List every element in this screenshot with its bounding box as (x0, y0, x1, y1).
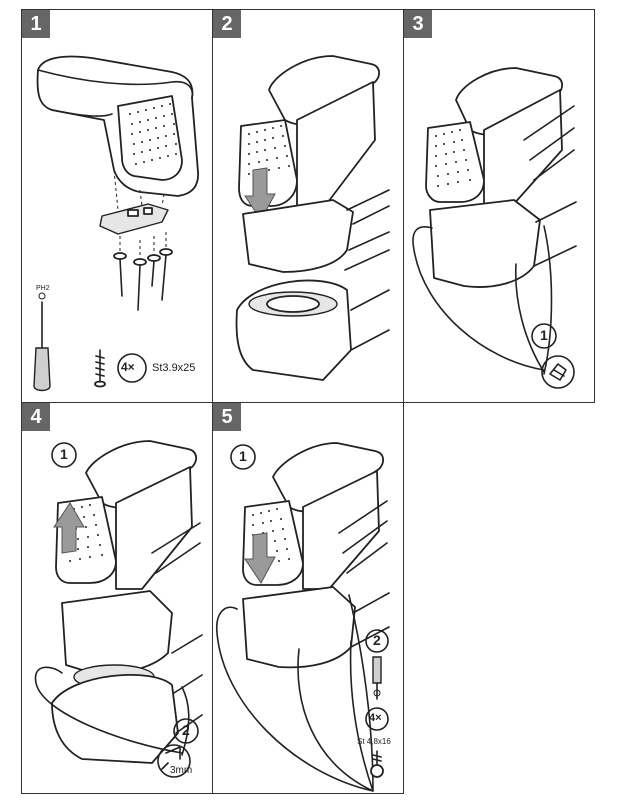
step-5-substep-1-number: 1 (239, 448, 247, 464)
step-1-screw-count: 4× (121, 360, 135, 374)
step-4-substep-2-circle (173, 718, 199, 744)
drill-icon-circle (157, 744, 191, 778)
step-5-screw-size: St 4,8x16 (357, 737, 391, 746)
step-3-badge: 3 (404, 10, 432, 38)
step-2-dot-pattern (248, 125, 290, 175)
step-3-dot-pattern (435, 129, 471, 187)
step-5-substep-2-circle (365, 629, 389, 653)
step-1-badge: 1 (22, 10, 50, 38)
step-5-screw-count: 4× (369, 712, 382, 724)
step-5-quantity-circle (365, 707, 389, 731)
step-4-substep-1-number: 1 (60, 446, 68, 462)
step-4-illustration (34, 440, 203, 778)
step-5-screwdriver-icon (372, 656, 382, 700)
step-3-leader-lines (412, 225, 553, 375)
step-1-screws (113, 232, 173, 311)
down-arrow-icon (244, 167, 276, 221)
step-4-panel: 4 1 (21, 402, 213, 794)
step-4-substep-1-circle (51, 442, 77, 468)
step-2-panel: 2 (212, 9, 404, 403)
step-1-tool-label: PH2 (36, 285, 50, 292)
step-1-illustration (33, 55, 199, 392)
screw-icon (94, 349, 106, 388)
step-5-down-arrow-icon (244, 532, 276, 584)
step-5-badge: 5 (213, 403, 241, 431)
step-5-substep-2-number: 2 (373, 632, 381, 648)
step-3-clip-icon-circle (541, 355, 575, 389)
step-5-screw-icon (370, 750, 384, 778)
clip-icon (549, 363, 567, 381)
step-3-substep-circle (531, 323, 557, 349)
step-1-panel: 1 (21, 9, 213, 403)
step-4-drill-size: 3mm (170, 765, 193, 776)
step-5-illustration (215, 442, 390, 792)
up-arrow-icon (53, 502, 85, 554)
step-4-substep-2-number: 2 (182, 722, 190, 738)
step-1-dot-pattern (129, 103, 177, 165)
step-2-badge: 2 (213, 10, 241, 38)
step-3-substep-number: 1 (540, 327, 548, 343)
step-1-screw-size: St3.9x25 (152, 362, 196, 374)
step-3-panel: 3 1 (403, 9, 595, 403)
step-5-substep-1-circle (230, 444, 256, 470)
step-4-badge: 4 (22, 403, 50, 431)
step-2-illustration (235, 55, 390, 381)
step-4-leader-lines (34, 666, 190, 756)
step-1-quantity-circle (117, 353, 147, 383)
drill-bit-icon (161, 746, 181, 770)
step-5-leader-lines (215, 594, 374, 792)
screwdriver-icon (33, 292, 51, 392)
step-5-panel: 5 (212, 402, 404, 794)
step-3-illustration (412, 67, 577, 389)
